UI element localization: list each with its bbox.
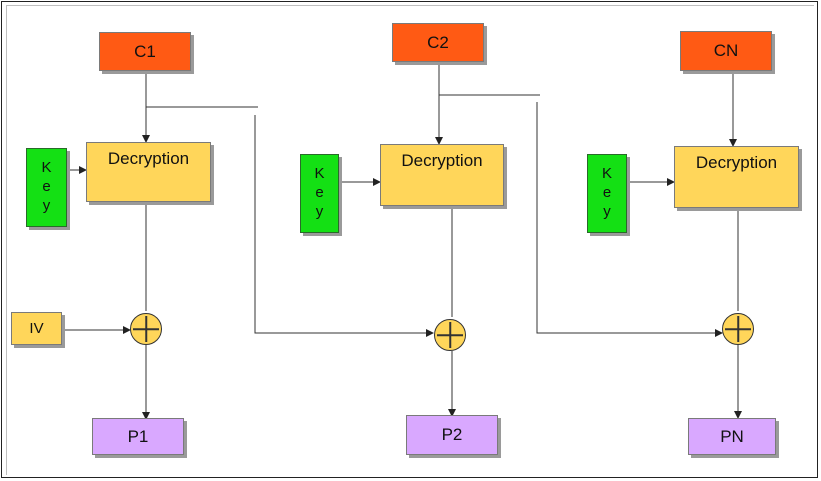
key-label-n: Key — [598, 165, 616, 222]
key-block-1: Key — [26, 148, 67, 227]
decryption-label-2: Decryption — [401, 151, 483, 170]
key-block-2: Key — [300, 154, 339, 233]
ciphertext-label-c2: C2 — [427, 32, 449, 52]
plaintext-label-pn: PN — [720, 426, 744, 446]
iv-label: IV — [29, 320, 44, 337]
decryption-block-2: Decryption — [380, 144, 504, 206]
ciphertext-block-c2: C2 — [392, 23, 484, 62]
xor-symbol-1 — [130, 313, 162, 345]
xor-symbol-2 — [434, 319, 466, 351]
key-label-2: Key — [311, 165, 328, 222]
ciphertext-block-cn: CN — [680, 31, 772, 71]
plaintext-block-p2: P2 — [406, 415, 498, 455]
xor-symbol-n — [722, 313, 754, 345]
iv-block: IV — [11, 312, 62, 345]
ciphertext-label-c1: C1 — [134, 41, 156, 61]
wire-c1-to-xor2-down — [254, 115, 434, 337]
plaintext-label-p2: P2 — [441, 425, 463, 444]
ciphertext-block-c1: C1 — [99, 32, 191, 71]
decryption-block-1: Decryption — [86, 142, 211, 202]
key-label-1: Key — [38, 159, 55, 216]
plaintext-label-p1: P1 — [127, 426, 149, 446]
key-block-n: Key — [587, 154, 627, 233]
decryption-block-n: Decryption — [674, 146, 799, 208]
plaintext-block-pn: PN — [688, 418, 776, 455]
decryption-label-1: Decryption — [107, 149, 190, 168]
diagram-inner-frame — [6, 5, 814, 475]
ciphertext-label-cn: CN — [713, 41, 739, 60]
decryption-label-n: Decryption — [695, 153, 778, 172]
wire-c2-to-xorn-down — [536, 102, 723, 337]
plaintext-block-p1: P1 — [92, 418, 184, 455]
